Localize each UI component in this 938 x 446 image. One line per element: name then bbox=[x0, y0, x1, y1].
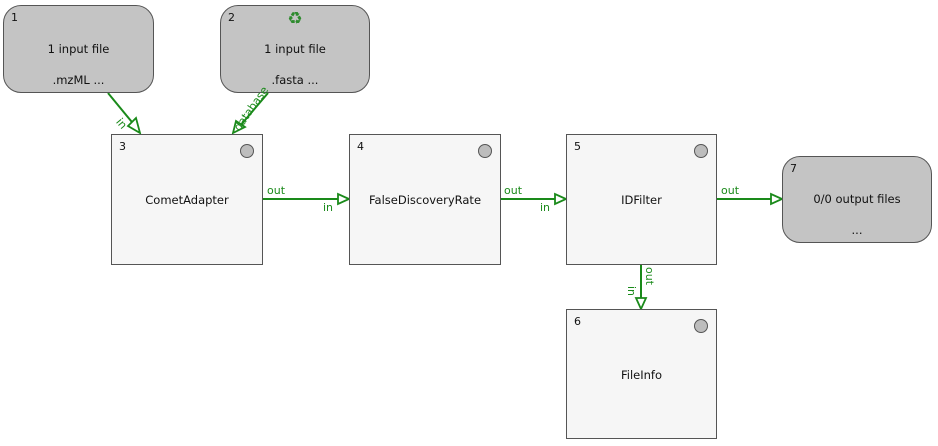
port-label-out: out bbox=[267, 184, 286, 197]
port-label-out: out bbox=[721, 184, 740, 197]
tool-node-false-discovery-rate[interactable]: 4 FalseDiscoveryRate bbox=[349, 134, 501, 265]
node-number: 4 bbox=[357, 140, 364, 153]
node-number: 2 bbox=[228, 11, 235, 24]
tool-node-id-filter[interactable]: 5 IDFilter bbox=[566, 134, 717, 265]
node-number: 1 bbox=[11, 11, 18, 24]
node-number: 3 bbox=[119, 140, 126, 153]
tool-name: FileInfo bbox=[620, 368, 662, 382]
status-indicator bbox=[240, 144, 254, 158]
port-label-in: in bbox=[540, 201, 551, 214]
arrowhead-into-4 bbox=[337, 192, 352, 206]
port-label-out: out bbox=[643, 266, 657, 286]
node-number: 5 bbox=[574, 140, 581, 153]
port-label-in: in bbox=[625, 285, 639, 297]
arrowhead-into-3-in bbox=[126, 116, 142, 135]
status-indicator bbox=[478, 144, 492, 158]
recycle-icon[interactable]: ♻ bbox=[287, 9, 303, 29]
output-file-count: 0/0 output files bbox=[813, 192, 901, 206]
status-indicator bbox=[694, 144, 708, 158]
port-label-out: out bbox=[504, 184, 523, 197]
output-node-7[interactable]: 7 0/0 output files ... bbox=[782, 156, 932, 243]
input-file-count: 1 input file bbox=[264, 42, 326, 56]
node-number: 6 bbox=[574, 315, 581, 328]
arrowhead-into-7 bbox=[770, 192, 785, 206]
output-file-extension: ... bbox=[851, 223, 863, 237]
tool-node-file-info[interactable]: 6 FileInfo bbox=[566, 309, 717, 439]
tool-name: IDFilter bbox=[621, 193, 662, 207]
port-label-in: in bbox=[113, 115, 130, 132]
tool-name: FalseDiscoveryRate bbox=[368, 193, 482, 207]
input-node-1[interactable]: 1 1 input file .mzML ... bbox=[3, 5, 154, 93]
arrowhead-into-6 bbox=[634, 297, 648, 312]
port-label-in: in bbox=[323, 201, 334, 214]
tool-name: CometAdapter bbox=[145, 193, 229, 207]
input-node-2[interactable]: 2 ♻ 1 input file .fasta ... bbox=[220, 5, 370, 93]
input-file-count: 1 input file bbox=[47, 42, 110, 56]
input-file-extension: .mzML ... bbox=[52, 73, 105, 87]
node-number: 7 bbox=[790, 162, 797, 175]
arrowhead-into-5 bbox=[554, 192, 569, 206]
input-file-extension: .fasta ... bbox=[271, 73, 319, 87]
status-indicator bbox=[694, 319, 708, 333]
tool-node-comet-adapter[interactable]: 3 CometAdapter bbox=[111, 134, 263, 265]
